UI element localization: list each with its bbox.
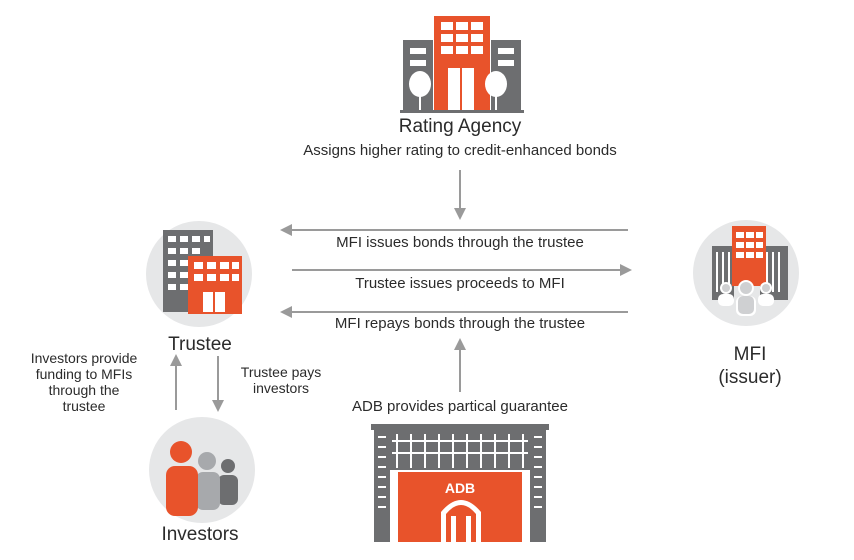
adb-sign: ADB <box>445 480 475 496</box>
investors-funding-line: trustee <box>62 398 106 414</box>
investors-funding-line: through the <box>48 382 120 398</box>
trustee-title: Trustee <box>168 334 232 355</box>
investors-title: Investors <box>161 524 239 545</box>
flow-trustee-proceeds-label: Trustee issues proceeds to MFI <box>355 275 565 292</box>
rating-agency-building-icon <box>400 16 524 113</box>
rating-agency-title: Rating Agency <box>398 116 522 137</box>
adb-guarantee-label: ADB provides partical guarantee <box>352 398 568 415</box>
investors-funding-line: funding to MFIs <box>35 366 133 382</box>
investors-funding-label: Investors provide funding to MFIs throug… <box>14 350 154 414</box>
trustee-pays-label: Trustee pays investors <box>226 364 336 396</box>
investors-funding-line: Investors provide <box>30 350 138 366</box>
adb-bank-building-icon: ADB <box>371 424 549 542</box>
investors-people-icon <box>149 417 255 523</box>
mfi-title-line1: MFI <box>733 344 767 365</box>
mfi-title-line2: (issuer) <box>718 367 782 388</box>
trustee-pays-line: Trustee pays <box>240 364 322 380</box>
trustee-pays-line: investors <box>252 380 310 396</box>
mfi-building-people-icon <box>693 220 799 326</box>
flow-mfi-repays-label: MFI repays bonds through the trustee <box>334 315 586 332</box>
rating-agency-subtitle: Assigns higher rating to credit-enhanced… <box>303 142 617 159</box>
trustee-building-icon <box>146 221 252 327</box>
flow-mfi-issues-label: MFI issues bonds through the trustee <box>336 234 584 251</box>
